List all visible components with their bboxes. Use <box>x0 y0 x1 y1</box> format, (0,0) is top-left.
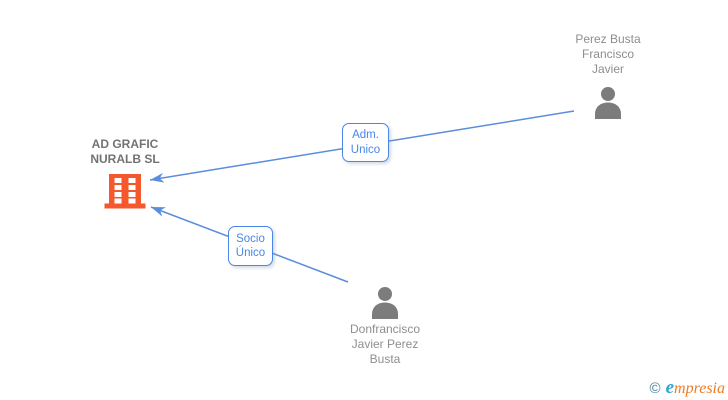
company-name: AD GRAFIC NURALB SL <box>90 137 160 166</box>
brand-rest-letters: mpresia <box>674 380 725 397</box>
relation-label-socio-unico: Socio Único <box>228 226 273 266</box>
relation-label-adm-unico: Adm. Unico <box>342 123 389 162</box>
brand-wordmark: empresia <box>665 377 725 398</box>
person-icon <box>595 87 621 119</box>
person-icon <box>372 287 398 319</box>
person-node-top[interactable]: Perez Busta Francisco Javier <box>548 32 668 119</box>
copyright-icon: © <box>649 380 661 397</box>
empresia-logo[interactable]: © empresia <box>649 377 725 398</box>
building-icon <box>104 174 146 209</box>
person-name-bottom: Donfrancisco Javier Perez Busta <box>349 322 421 366</box>
company-node[interactable]: AD GRAFIC NURALB SL <box>65 137 185 209</box>
person-name-top: Perez Busta Francisco Javier <box>575 32 641 76</box>
brand-lead-letter: e <box>665 377 675 398</box>
person-node-bottom[interactable]: Donfrancisco Javier Perez Busta <box>325 286 445 367</box>
